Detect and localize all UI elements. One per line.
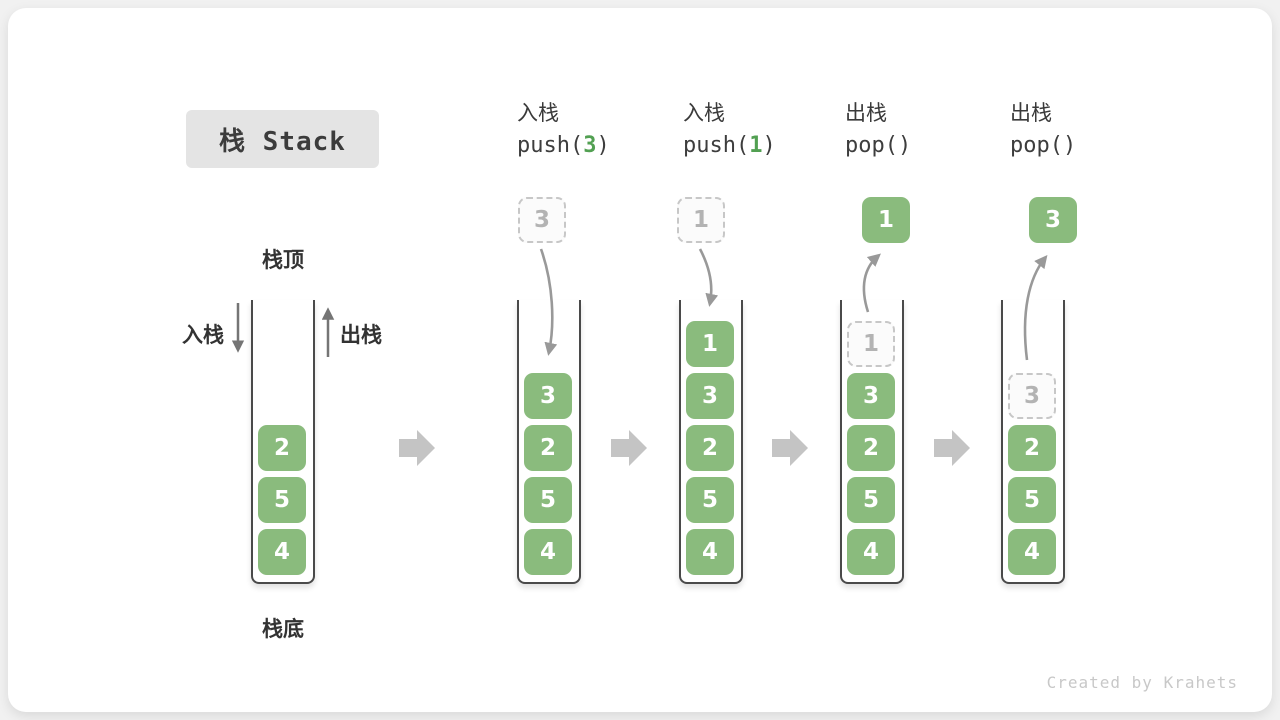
op-header-pop-2: 出栈 pop() [1010,103,1170,157]
stack-cell: 5 [258,477,306,523]
stack-bottom-label: 栈底 [262,618,304,641]
credit-text: Created by Krahets [1046,673,1238,692]
stack-top-label: 栈顶 [262,249,304,272]
stack-cell: 2 [1008,425,1056,471]
stack-cell: 4 [524,529,572,575]
stack-cell: 5 [524,477,572,523]
op-code: pop() [1010,133,1077,158]
stack-cell: 3 [847,373,895,419]
title-text: 栈 Stack [219,126,346,157]
stack-cell: 2 [686,425,734,471]
op-code: push(1) [683,133,776,158]
op-arg: 1 [749,133,763,158]
push-direction-label: 入栈 [182,324,224,347]
stack-cell: 4 [258,529,306,575]
outgoing-value-box: 3 [1029,197,1077,243]
ghost-cell: 3 [1008,373,1056,419]
op-label: 入栈 [683,102,725,125]
op-code: push(3) [517,133,610,158]
stack-cell: 4 [847,529,895,575]
stack-cell: 5 [1008,477,1056,523]
stack-cell: 2 [847,425,895,471]
stack-cell: 4 [1008,529,1056,575]
op-header-push-1: 入栈 push(1) [683,103,843,157]
ghost-cell: 1 [847,321,895,367]
stack-cell: 3 [686,373,734,419]
stack-cell: 5 [686,477,734,523]
incoming-value-box: 3 [518,197,566,243]
op-label: 出栈 [845,102,887,125]
stack-cell: 3 [524,373,572,419]
op-header-pop-1: 出栈 pop() [845,103,1005,157]
stack-cell: 4 [686,529,734,575]
outgoing-value-box: 1 [862,197,910,243]
op-code: pop() [845,133,912,158]
op-arg: 3 [583,133,597,158]
pop-direction-label: 出栈 [340,324,382,347]
incoming-value-box: 1 [677,197,725,243]
op-header-push-3: 入栈 push(3) [517,103,677,157]
title-badge: 栈 Stack [186,110,379,168]
op-label: 出栈 [1010,102,1052,125]
op-label: 入栈 [517,102,559,125]
stack-cell: 2 [258,425,306,471]
stack-cell: 2 [524,425,572,471]
stack-cell: 1 [686,321,734,367]
stack-cell: 5 [847,477,895,523]
